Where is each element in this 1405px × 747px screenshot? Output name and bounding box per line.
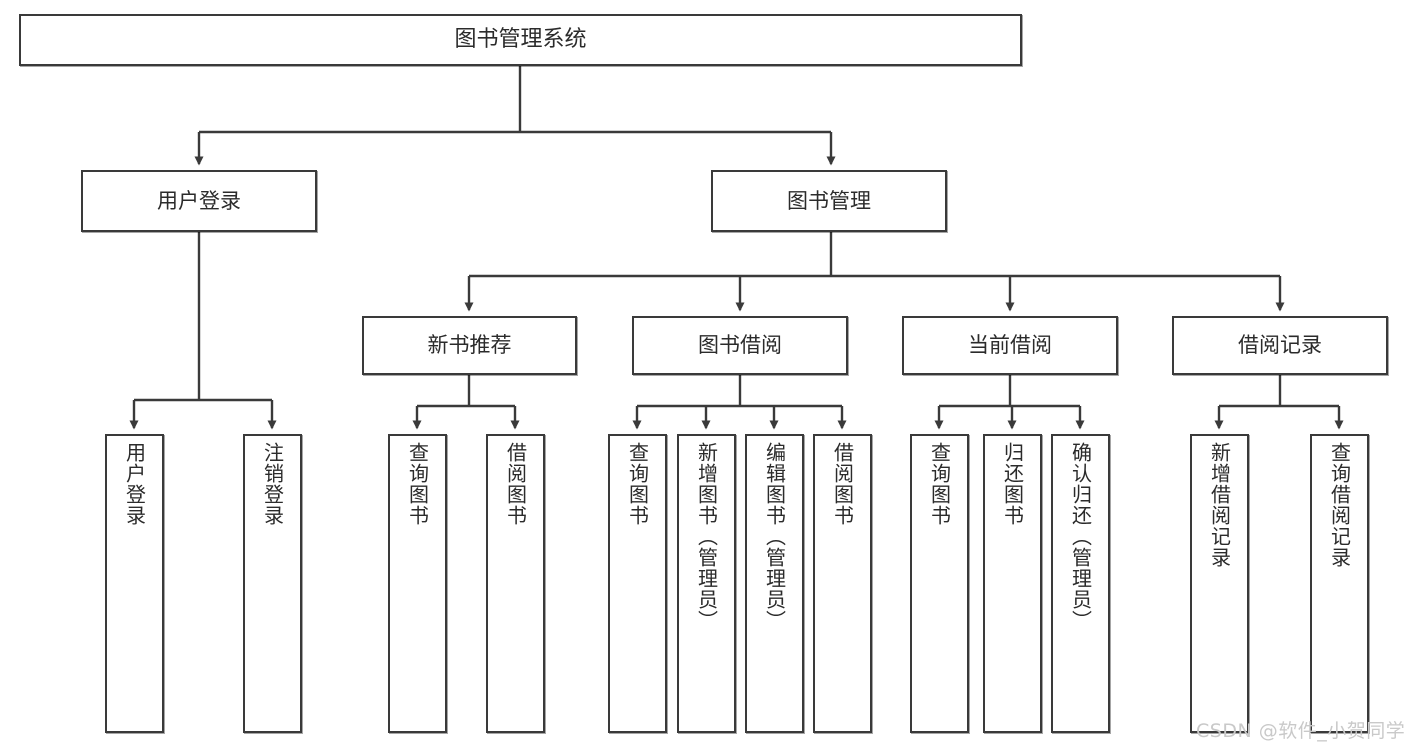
leaf-edit-book[interactable]: 编辑图书（管理员） xyxy=(745,434,804,733)
leaf-query-book-3[interactable]: 查询图书 xyxy=(910,434,969,733)
leaf-query-book-2[interactable]: 查询图书 xyxy=(608,434,667,733)
leaf-query-record-label: 查询借阅记录 xyxy=(1327,442,1352,568)
node-user-login-label: 用户登录 xyxy=(157,188,241,213)
node-current-borrow-label: 当前借阅 xyxy=(968,333,1052,358)
leaf-query-book-3-label: 查询图书 xyxy=(927,442,952,526)
leaf-logout-label: 注销登录 xyxy=(260,442,285,526)
leaf-confirm-return-label: 确认归还（管理员） xyxy=(1068,442,1093,631)
leaf-user-login-label: 用户登录 xyxy=(122,442,147,526)
node-root[interactable]: 图书管理系统 xyxy=(19,14,1022,66)
node-book-manage[interactable]: 图书管理 xyxy=(711,170,947,232)
csdn-watermark: CSDN @软件_小贺同学 xyxy=(1196,720,1405,742)
node-borrow-record[interactable]: 借阅记录 xyxy=(1172,316,1388,375)
node-borrow-record-label: 借阅记录 xyxy=(1238,333,1322,358)
leaf-add-record-label: 新增借阅记录 xyxy=(1207,442,1232,568)
node-book-borrow[interactable]: 图书借阅 xyxy=(632,316,848,375)
leaf-query-record[interactable]: 查询借阅记录 xyxy=(1310,434,1369,733)
node-root-label: 图书管理系统 xyxy=(454,27,587,53)
leaf-confirm-return[interactable]: 确认归还（管理员） xyxy=(1051,434,1110,733)
leaf-borrow-book-1-label: 借阅图书 xyxy=(503,442,528,526)
leaf-add-record[interactable]: 新增借阅记录 xyxy=(1190,434,1249,733)
leaf-query-book-1[interactable]: 查询图书 xyxy=(388,434,447,733)
leaf-logout[interactable]: 注销登录 xyxy=(243,434,302,733)
node-user-login[interactable]: 用户登录 xyxy=(81,170,317,232)
leaf-return-book[interactable]: 归还图书 xyxy=(983,434,1042,733)
leaf-query-book-2-label: 查询图书 xyxy=(625,442,650,526)
node-book-borrow-label: 图书借阅 xyxy=(698,333,782,358)
node-new-book-rec-label: 新书推荐 xyxy=(427,333,512,358)
leaf-borrow-book-2[interactable]: 借阅图书 xyxy=(813,434,872,733)
leaf-user-login[interactable]: 用户登录 xyxy=(105,434,164,733)
leaf-query-book-1-label: 查询图书 xyxy=(405,442,430,526)
node-current-borrow[interactable]: 当前借阅 xyxy=(902,316,1118,375)
node-book-manage-label: 图书管理 xyxy=(787,188,871,213)
node-new-book-rec[interactable]: 新书推荐 xyxy=(362,316,577,375)
leaf-borrow-book-1[interactable]: 借阅图书 xyxy=(486,434,545,733)
leaf-edit-book-label: 编辑图书（管理员） xyxy=(762,442,787,631)
leaf-add-book-label: 新增图书（管理员） xyxy=(694,442,719,631)
leaf-borrow-book-2-label: 借阅图书 xyxy=(830,442,855,526)
leaf-add-book[interactable]: 新增图书（管理员） xyxy=(677,434,736,733)
leaf-return-book-label: 归还图书 xyxy=(1000,442,1025,526)
